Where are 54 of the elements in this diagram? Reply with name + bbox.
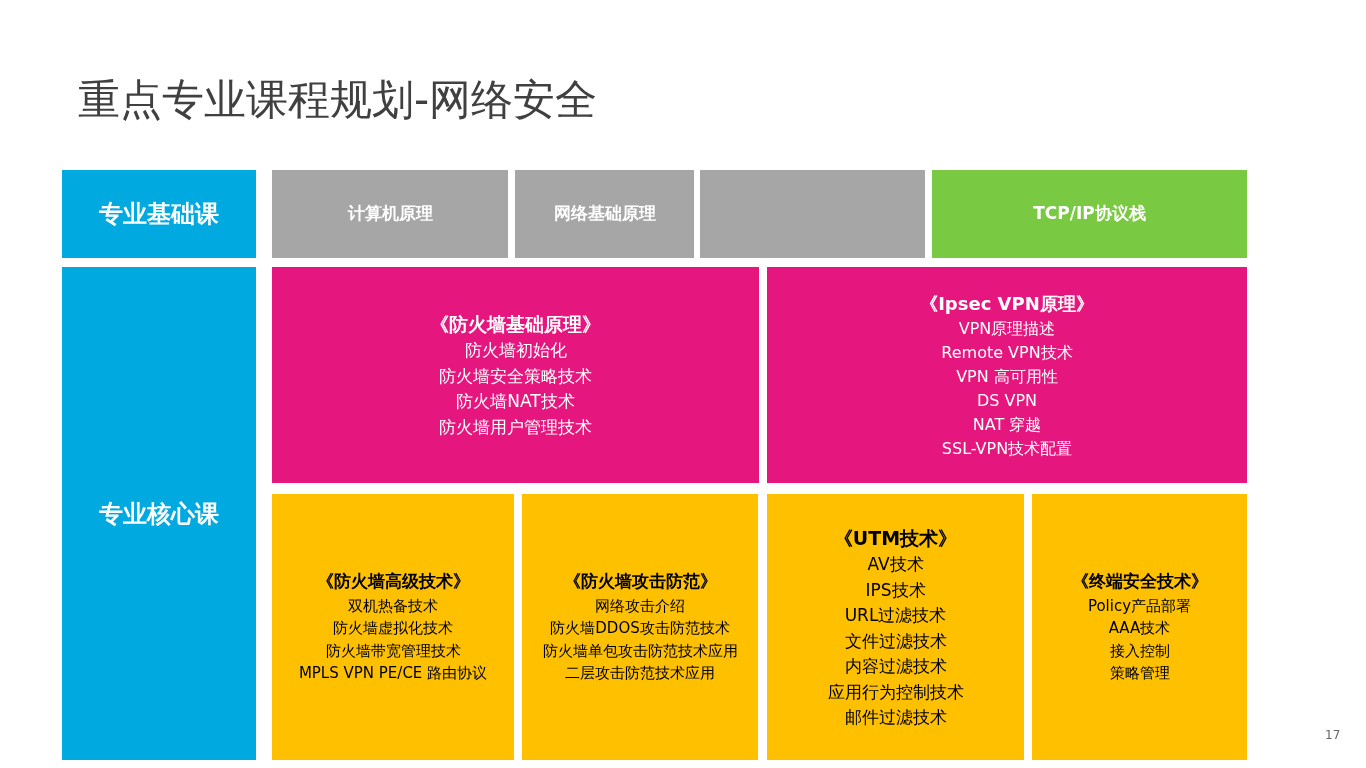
course-card <box>272 267 759 483</box>
topic-item: AAA技术 <box>1108 618 1171 640</box>
topic-item: IPS技术 <box>865 578 926 602</box>
course-title: 《防火墙攻击防范》 <box>563 570 717 594</box>
course-label: TCP/IP协议栈 <box>1033 202 1146 226</box>
course-box <box>272 170 508 258</box>
topic-item: 接入控制 <box>1109 640 1170 662</box>
topic-item: 防火墙DDOS攻击防范技术 <box>550 618 730 640</box>
course-card <box>1032 494 1247 760</box>
course-title: 《终端安全技术》 <box>1071 570 1208 594</box>
course-label: 网络基础原理 <box>553 202 656 226</box>
course-title: 《Ipsec VPN原理》 <box>920 291 1094 316</box>
category-box <box>62 170 256 258</box>
topic-item: VPN 高可用性 <box>956 365 1058 388</box>
category-label: 专业核心课 <box>99 498 219 530</box>
topic-item: 防火墙NAT技术 <box>456 390 575 414</box>
topic-item: VPN原理描述 <box>958 317 1056 340</box>
category-label: 专业基础课 <box>99 199 219 230</box>
course-card <box>272 494 514 760</box>
course-title: 《UTM技术》 <box>833 525 958 551</box>
topic-item: 策略管理 <box>1109 663 1170 685</box>
topic-item: 防火墙初始化 <box>464 339 567 363</box>
topic-item: SSL-VPN技术配置 <box>941 437 1073 460</box>
topic-item: NAT 穿越 <box>972 413 1042 436</box>
course-box <box>700 170 925 258</box>
topic-item: 防火墙用户管理技术 <box>439 415 592 439</box>
course-title: 《防火墙高级技术》 <box>316 570 470 594</box>
topic-item: DS VPN <box>976 389 1038 412</box>
topic-item: URL过滤技术 <box>844 604 947 627</box>
topic-item: AV技术 <box>867 553 924 576</box>
topic-item: Remote VPN技术 <box>941 341 1073 364</box>
course-label: 计算机原理 <box>347 202 433 226</box>
category-box <box>62 267 256 760</box>
topic-item: Policy产品部署 <box>1087 595 1192 617</box>
topic-item: MPLS VPN PE/CE 路由协议 <box>298 663 488 685</box>
course-card <box>522 494 758 760</box>
topic-item: 文件过滤技术 <box>844 629 947 653</box>
course-box <box>515 170 694 258</box>
course-title: 《防火墙基础原理》 <box>430 311 601 337</box>
topic-item: 应用行为控制技术 <box>827 680 964 704</box>
topic-item: 防火墙单包攻击防范技术应用 <box>542 640 738 662</box>
topic-item: 二层攻击防范技术应用 <box>565 663 715 685</box>
page-number: 17 <box>1325 728 1341 742</box>
course-box <box>932 170 1247 258</box>
course-card <box>767 494 1024 760</box>
topic-item: 邮件过滤技术 <box>844 706 947 729</box>
topic-item: 网络攻击介绍 <box>595 595 685 617</box>
topic-item: 防火墙带宽管理技术 <box>325 640 461 662</box>
topic-item: 双机热备技术 <box>348 595 438 617</box>
topic-item: 防火墙安全策略技术 <box>439 364 592 388</box>
slide-title: 重点专业课程规划-网络安全 <box>78 74 598 126</box>
course-card <box>767 267 1247 483</box>
topic-item: 内容过滤技术 <box>844 655 947 678</box>
topic-item: 防火墙虚拟化技术 <box>333 618 453 640</box>
